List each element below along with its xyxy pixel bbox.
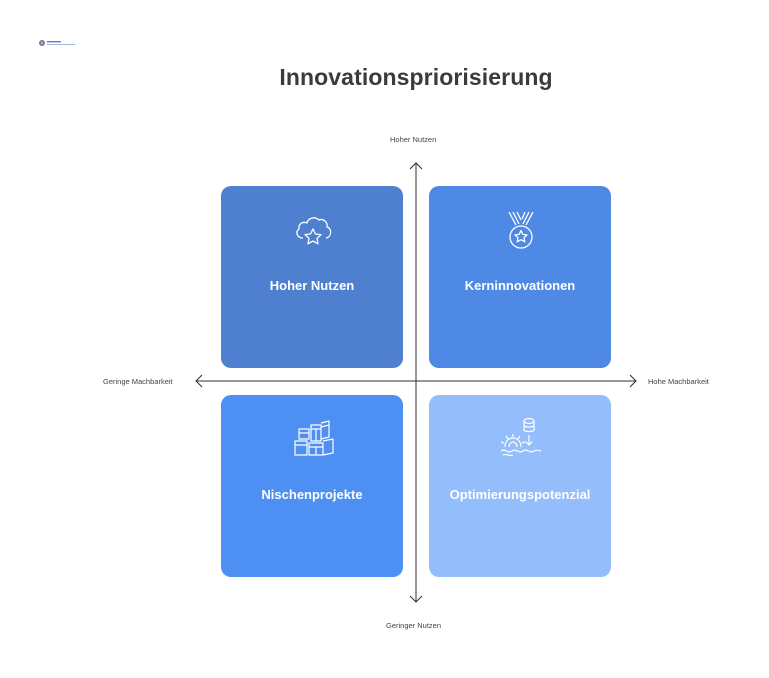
quadrant-nischenprojekte: Nischenprojekte [221, 395, 403, 577]
quadrant-label: Nischenprojekte [261, 487, 363, 502]
quadrant-hoher-nutzen: Hoher Nutzen [221, 186, 403, 368]
axis-label-left: Geringe Machbarkeit [103, 377, 173, 386]
quadrant-optimierungspotenzial: Optimierungspotenzial [429, 395, 611, 577]
axis-label-bottom: Geringer Nutzen [386, 621, 442, 630]
axis-label-right: Hohe Machbarkeit [648, 377, 709, 386]
axis-label-top: Hoher Nutzen [390, 135, 437, 144]
medal-icon [508, 211, 534, 249]
quadrant-label: Kerninnovationen [464, 278, 576, 293]
quadrant-label: Hoher Nutzen [269, 278, 355, 293]
cloud-star-icon [296, 217, 332, 245]
brand-logo [39, 40, 75, 46]
gear-database-icon [500, 417, 542, 457]
blocks-icon [294, 420, 334, 456]
quadrant-label: Optimierungspotenzial [449, 487, 591, 502]
quadrant-kerninnovationen: Kerninnovationen [429, 186, 611, 368]
page-title: Innovationspriorisierung [279, 64, 553, 90]
